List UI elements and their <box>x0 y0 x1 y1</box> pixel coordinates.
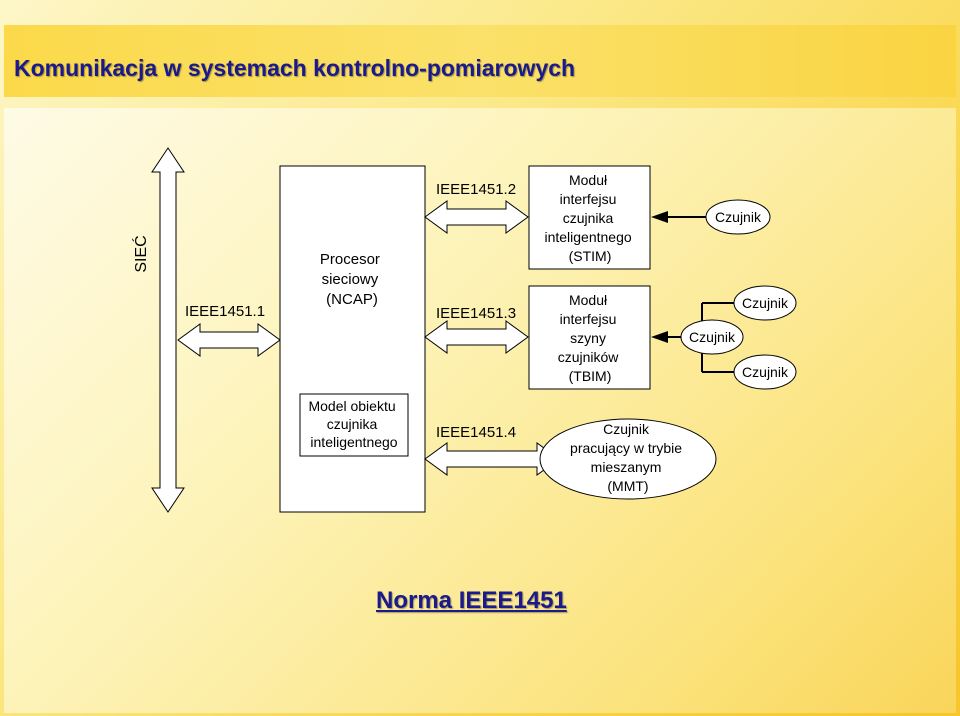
mmt-ellipse <box>539 418 717 500</box>
tbim-bus-arrowhead <box>651 331 668 343</box>
tbim-line-2: interfejsu <box>560 311 617 327</box>
mmt-line-4: (MMT) <box>607 478 648 494</box>
sensor-tbim-middle-label: Czujnik <box>689 329 736 345</box>
stim-line-1: Moduł <box>569 172 608 188</box>
sensor-tbim-top-ellipse <box>733 285 797 321</box>
ncap-line-1: Procesor <box>320 251 380 268</box>
ncap-line-2: sieciowy <box>322 271 379 288</box>
stim-line-3: czujnika <box>563 210 614 226</box>
ieee1451-3-label: IEEE1451.3 <box>436 305 516 322</box>
object-model-line-3: inteligentnego <box>310 434 397 450</box>
svg-text:Czujnik pracujący w trybie: Czujnik pracujący w trybie mieszanym (MM… <box>570 421 686 494</box>
object-model-line-2: czujnika <box>327 416 378 432</box>
stim-line-5: (STIM) <box>569 248 612 264</box>
stim-line-4: inteligentnego <box>544 229 631 245</box>
sensor-tbim-bottom-label: Czujnik <box>742 364 789 380</box>
ieee1451-3-arrow <box>424 320 529 354</box>
sensor-tbim-bottom-ellipse <box>733 354 797 390</box>
slide-title: Komunikacja w systemach kontrolno-pomiar… <box>14 55 576 81</box>
sensor-tbim-top-label: Czujnik <box>742 295 789 311</box>
mmt-line-3: mieszanym <box>591 459 662 475</box>
mmt-line-2: pracujący w trybie <box>570 440 682 456</box>
tbim-line-4: czujników <box>558 349 620 365</box>
network-label: SIEĆ <box>131 235 150 272</box>
mmt-line-1: Czujnik <box>603 421 650 437</box>
tbim-line-5: (TBIM) <box>569 368 612 384</box>
ncap-line-3: (NCAP) <box>326 291 378 308</box>
ieee1451-1-label: IEEE1451.1 <box>185 303 265 320</box>
ieee1451-1-arrow <box>177 323 281 357</box>
sensor-stim-label: Czujnik <box>715 209 762 225</box>
tbim-box <box>528 285 651 390</box>
ieee1451-2-label: IEEE1451.2 <box>436 181 516 198</box>
sensor-stim-ellipse <box>705 199 771 235</box>
stim-box <box>528 165 651 270</box>
network-bus-arrow <box>151 147 185 513</box>
footer-norma: Norma IEEE1451 <box>376 587 567 614</box>
title-bar <box>4 25 956 97</box>
tbim-line-1: Moduł <box>569 292 608 308</box>
svg-text:Model obiektu czujnika: Model obiektu czujnika inteligentnego <box>308 398 399 450</box>
object-model-box <box>299 393 409 457</box>
sensor-tbim-middle-ellipse <box>680 319 744 355</box>
ieee1451-2-arrow <box>424 200 529 234</box>
ieee1451-4-arrow <box>424 442 560 476</box>
object-model-line-1: Model obiektu <box>308 398 395 414</box>
svg-text:Moduł interfejsu czujn: Moduł interfejsu czujnika inteligentnego… <box>544 172 635 264</box>
tbim-line-3: szyny <box>570 330 606 346</box>
svg-text:Moduł interfejsu szyny: Moduł interfejsu szyny czujników (TBIM) <box>558 292 623 384</box>
svg-text:Procesor sieciowy (NCA: Procesor sieciowy (NCAP) <box>320 251 384 308</box>
stim-sensor-arrowhead <box>651 211 668 223</box>
ieee1451-4-label: IEEE1451.4 <box>436 424 516 441</box>
stim-line-2: interfejsu <box>560 191 617 207</box>
ncap-box <box>279 165 426 513</box>
